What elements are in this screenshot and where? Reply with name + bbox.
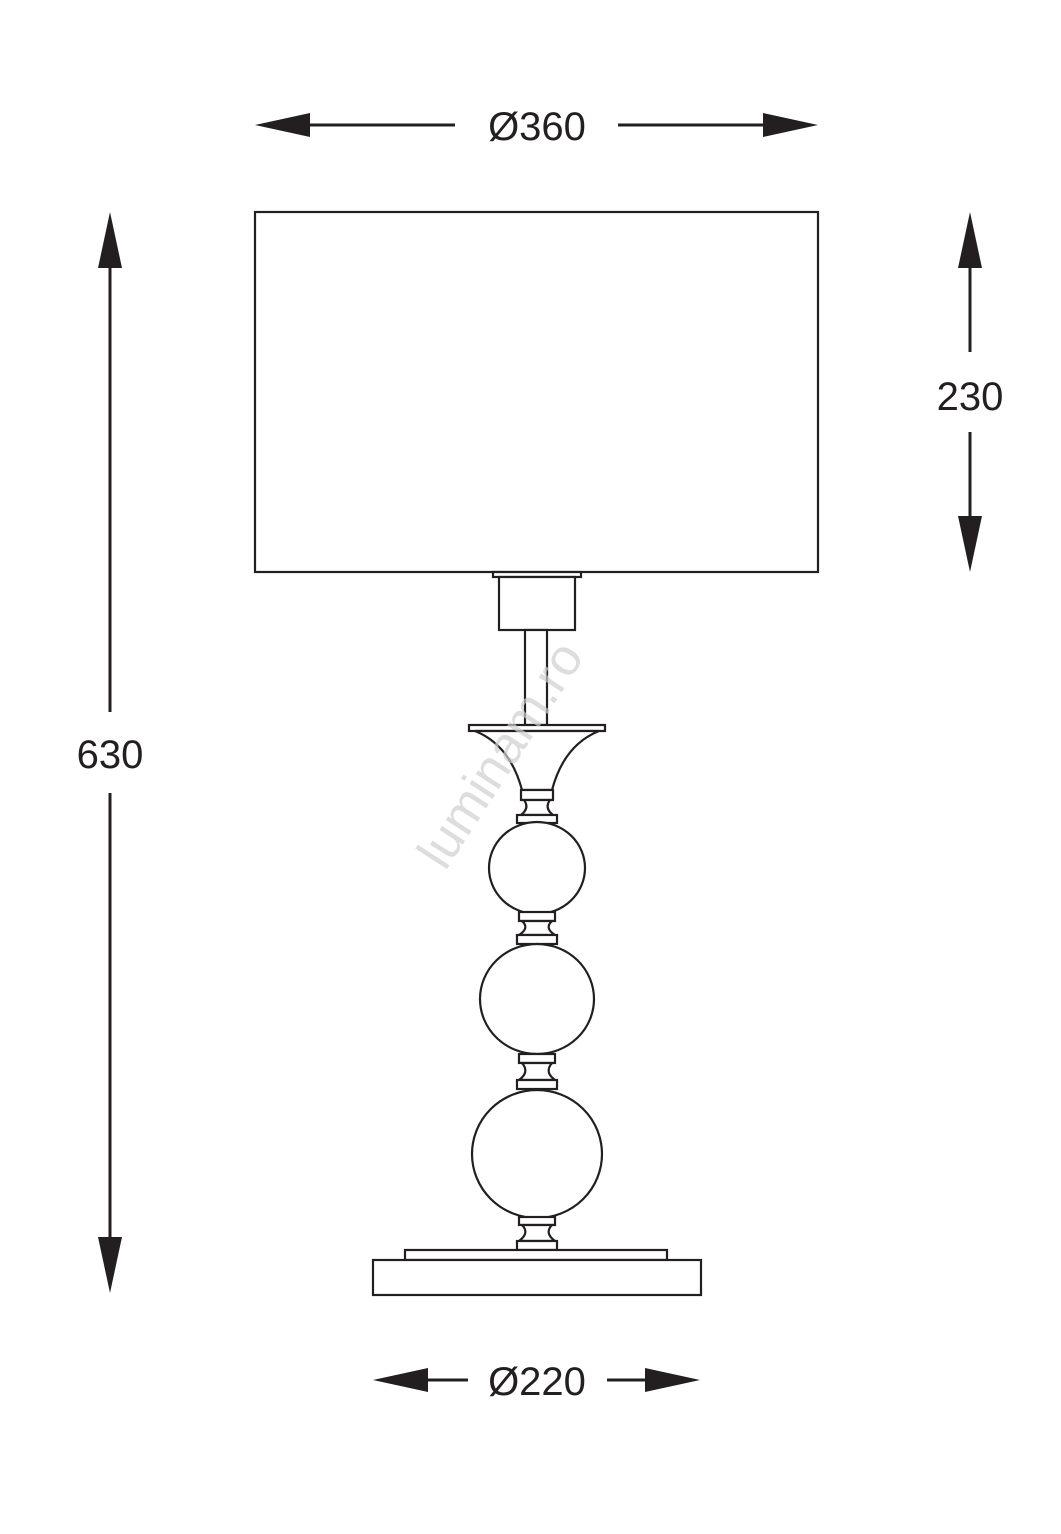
arrow-up-icon: [958, 212, 982, 268]
total-height-label: 630: [77, 733, 144, 777]
shade-height-label: 230: [937, 375, 1004, 419]
arrow-down-icon: [98, 1237, 122, 1293]
arrow-up-icon: [98, 212, 122, 268]
arrow-right-icon: [763, 113, 818, 137]
arrow-left-icon: [373, 1368, 428, 1392]
arrow-left-icon: [255, 113, 310, 137]
lamp-outline: [253, 210, 820, 1297]
shade-diameter-dimension: Ø360: [255, 105, 818, 149]
lamp-base: [371, 1258, 703, 1297]
shade-diameter-label: Ø360: [488, 105, 586, 149]
total-height-dimension: 630: [77, 212, 144, 1293]
shade-height-dimension: 230: [937, 212, 1004, 572]
base-diameter-dimension: Ø220: [373, 1360, 700, 1404]
lamp-shade: [253, 210, 820, 574]
lamp-ball-2: [478, 942, 596, 1056]
arrow-down-icon: [958, 516, 982, 572]
lamp-ball-1: [487, 820, 587, 916]
base-diameter-label: Ø220: [488, 1360, 586, 1404]
lamp-socket: [497, 575, 577, 632]
arrow-right-icon: [645, 1368, 700, 1392]
lamp-ball-3: [470, 1088, 604, 1220]
